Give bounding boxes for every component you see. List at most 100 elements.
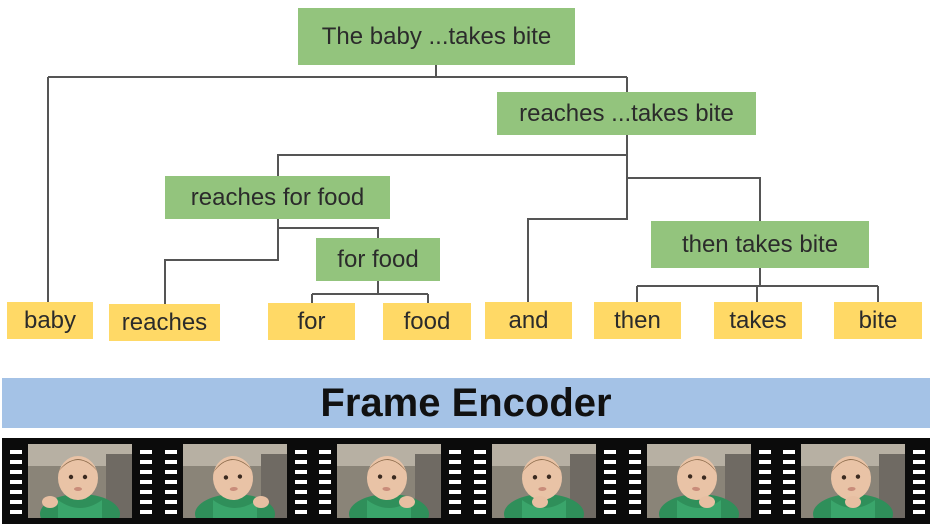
- film-perforation: [628, 480, 641, 484]
- film-perforation: [628, 450, 641, 454]
- film-perforation: [604, 510, 616, 514]
- film-perforations-left: [779, 444, 799, 518]
- film-perforations-right: [755, 444, 775, 518]
- film-perforation: [604, 490, 616, 494]
- film-perforations-left: [625, 444, 645, 518]
- film-perforation: [783, 490, 796, 494]
- film-perforation: [319, 510, 332, 514]
- film-perforation: [474, 500, 486, 504]
- film-perforations-left: [470, 444, 490, 518]
- film-perforation: [913, 480, 926, 484]
- film-perforation: [294, 450, 307, 454]
- film-perforation: [783, 460, 796, 464]
- film-perforation: [449, 470, 462, 474]
- film-perforation: [140, 490, 152, 494]
- film-perforation: [164, 490, 177, 494]
- film-perforation: [319, 450, 332, 454]
- film-perforation: [319, 500, 332, 504]
- film-perforations-right: [136, 444, 156, 518]
- film-perforation: [319, 480, 332, 484]
- film-perforation: [474, 480, 486, 484]
- film-perforation: [783, 470, 796, 474]
- film-perforations-right: [445, 444, 465, 518]
- film-perforation: [140, 470, 152, 474]
- film-perforation: [628, 510, 641, 514]
- film-perforation: [474, 450, 486, 454]
- film-perforation: [913, 460, 926, 464]
- connector-from-reaches-for-food: [164, 219, 279, 304]
- film-perforation: [10, 510, 22, 514]
- film-perforation: [140, 480, 152, 484]
- film-perforation: [628, 460, 641, 464]
- phrase-node-reaches-takes-bite: reaches ...takes bite: [497, 92, 756, 135]
- film-perforation: [758, 460, 771, 464]
- video-frame-thumbnail: [337, 444, 442, 529]
- film-perforations-left: [6, 444, 26, 518]
- connector-from-reaches-takes-bite: [527, 135, 628, 302]
- film-perforation: [449, 490, 462, 494]
- word-leaf-then: then: [594, 302, 681, 339]
- film-perforation: [449, 480, 462, 484]
- film-perforations-left: [161, 444, 181, 518]
- film-perforation: [449, 500, 462, 504]
- film-perforation: [913, 470, 926, 474]
- film-perforation: [164, 500, 177, 504]
- video-frame-thumbnail: [28, 444, 132, 529]
- film-perforation: [10, 450, 22, 454]
- film-perforation: [164, 510, 177, 514]
- film-perforation: [449, 450, 462, 454]
- film-perforation: [913, 450, 926, 454]
- film-perforation: [604, 480, 616, 484]
- tree-connectors: [47, 65, 879, 304]
- word-leaf-food: food: [383, 303, 471, 340]
- film-perforation: [449, 460, 462, 464]
- film-perforation: [140, 450, 152, 454]
- word-leaf-and: and: [485, 302, 572, 339]
- film-perforation: [604, 470, 616, 474]
- film-perforation: [140, 460, 152, 464]
- film-perforation: [604, 500, 616, 504]
- phrase-node-for-food: for food: [316, 238, 440, 281]
- film-perforation: [10, 490, 22, 494]
- frame-encoder-label: Frame Encoder: [320, 380, 612, 425]
- film-perforation: [474, 470, 486, 474]
- film-perforations-left: [315, 444, 335, 518]
- film-perforation: [294, 490, 307, 494]
- film-perforation: [758, 480, 771, 484]
- film-perforation: [319, 470, 332, 474]
- video-frame-thumbnail: [801, 444, 906, 529]
- film-perforation: [758, 500, 771, 504]
- film-perforation: [140, 500, 152, 504]
- film-perforation: [913, 510, 926, 514]
- film-perforation: [319, 460, 332, 464]
- film-perforation: [474, 490, 486, 494]
- film-perforation: [628, 470, 641, 474]
- film-perforation: [294, 500, 307, 504]
- video-frame-thumbnail: [492, 444, 596, 529]
- phrase-node-reaches-for-food: reaches for food: [165, 176, 390, 219]
- word-leaf-baby: baby: [7, 302, 93, 339]
- connector-from-reaches-for-food: [278, 227, 379, 238]
- film-perforation: [164, 480, 177, 484]
- film-perforation: [10, 500, 22, 504]
- film-perforation: [164, 460, 177, 464]
- video-frame-thumbnail: [182, 444, 287, 529]
- film-perforations-right: [909, 444, 929, 518]
- film-perforation: [474, 510, 486, 514]
- connector-from-reaches-takes-bite: [277, 154, 627, 176]
- film-perforation: [10, 470, 22, 474]
- film-perforation: [604, 460, 616, 464]
- film-perforation: [164, 470, 177, 474]
- film-perforation: [758, 490, 771, 494]
- film-perforation: [449, 510, 462, 514]
- film-perforation: [294, 460, 307, 464]
- word-leaf-for: for: [268, 303, 355, 340]
- film-perforation: [604, 450, 616, 454]
- film-perforation: [783, 510, 796, 514]
- film-perforation: [474, 460, 486, 464]
- film-perforation: [628, 500, 641, 504]
- film-perforation: [913, 500, 926, 504]
- film-perforation: [140, 510, 152, 514]
- film-perforation: [164, 450, 177, 454]
